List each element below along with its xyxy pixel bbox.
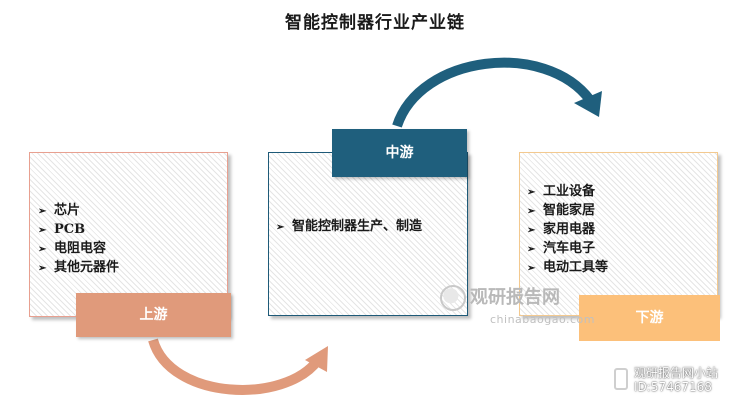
downstream-box <box>519 152 718 316</box>
list-item: ➢芯片 <box>38 202 119 221</box>
midstream-box <box>268 152 468 316</box>
list-item: ➢工业设备 <box>527 183 608 202</box>
list-item: ➢其他元器件 <box>38 259 119 278</box>
arrowhead-bullet-icon: ➢ <box>527 225 536 236</box>
downstream-label: 下游 <box>579 295 720 341</box>
list-item: ➢家用电器 <box>527 221 608 240</box>
arrowhead-bullet-icon: ➢ <box>527 263 536 274</box>
diagram-title: 智能控制器行业产业链 <box>285 13 465 33</box>
arrowhead-bullet-icon: ➢ <box>527 244 536 255</box>
globe-icon <box>440 285 466 311</box>
arrowhead-bullet-icon: ➢ <box>38 263 47 274</box>
list-item: ➢智能家居 <box>527 202 608 221</box>
arrowhead-bullet-icon: ➢ <box>38 244 47 255</box>
list-item: ➢电动工具等 <box>527 259 608 278</box>
watermark-url: chinabaogao.com <box>490 313 595 326</box>
arrowhead-bullet-icon: ➢ <box>276 222 285 233</box>
list-item: ➢智能控制器生产、制造 <box>276 218 422 237</box>
phone-icon <box>614 368 628 390</box>
arrowhead-bullet-icon: ➢ <box>527 206 536 217</box>
upstream-list: ➢芯片 ➢PCB ➢电阻电容 ➢其他元器件 <box>38 202 119 278</box>
arrowhead-bullet-icon: ➢ <box>38 206 47 217</box>
upstream-label: 上游 <box>76 293 231 337</box>
list-item: ➢PCB <box>38 221 119 240</box>
arrow-mid-to-down <box>392 57 594 128</box>
list-item: ➢汽车电子 <box>527 240 608 259</box>
downstream-list: ➢工业设备 ➢智能家居 ➢家用电器 ➢汽车电子 ➢电动工具等 <box>527 183 608 278</box>
arrowhead-bullet-icon: ➢ <box>527 187 536 198</box>
watermark-logo: 观研报告网 <box>440 283 560 311</box>
arrow-up-to-mid-head <box>305 346 328 372</box>
arrow-mid-to-down-head <box>574 91 602 117</box>
midstream-label: 中游 <box>332 129 467 177</box>
midstream-list: ➢智能控制器生产、制造 <box>276 218 422 237</box>
list-item: ➢电阻电容 <box>38 240 119 259</box>
arrowhead-bullet-icon: ➢ <box>38 225 47 236</box>
arrow-up-to-mid <box>148 338 323 395</box>
